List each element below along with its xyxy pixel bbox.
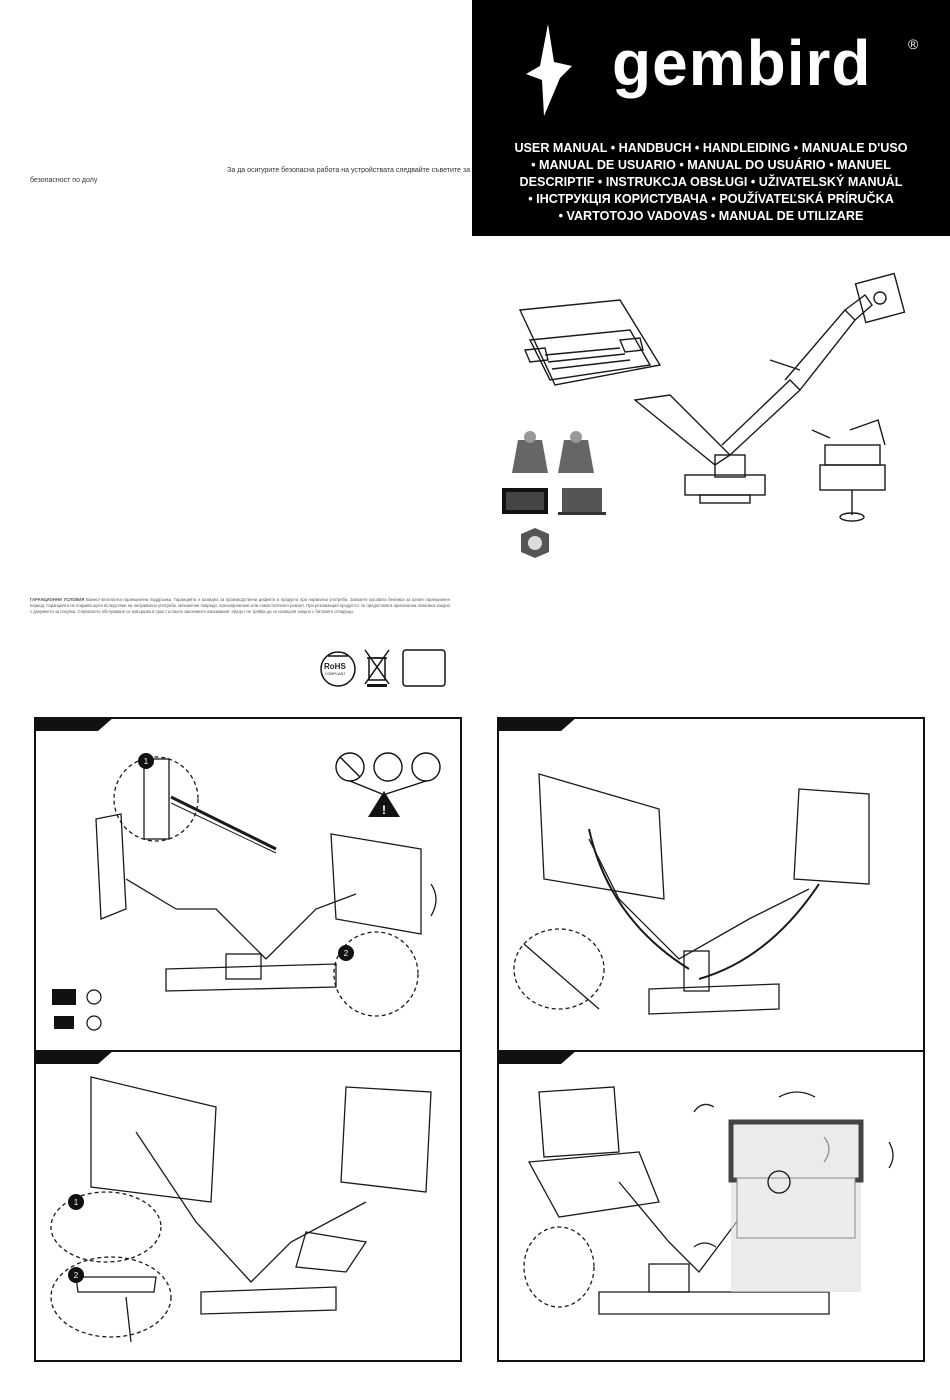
step-1-tab [34,717,114,731]
step-1-illustration: 1 2 ! [52,752,441,1031]
manual-title-line: USER MANUAL • HANDBUCH • HANDLEIDING • M… [514,141,908,155]
warranty-text: ГАРАНЦИОННИ УСЛОВИЯ Важно! Безплатна гар… [30,597,450,615]
rohs-label: RoHS [324,662,346,671]
step-3-marker-2: 2 [68,1267,84,1283]
rotated-monitor-screen [736,1177,856,1239]
step-3-tab [34,1050,114,1064]
registered-mark: ® [908,36,919,52]
laptop-icon [54,1016,74,1029]
safety-line: безопасност по долу [30,177,98,184]
svg-text:!: ! [382,803,386,817]
compliance-marks: RoHS COMPLIANT [318,648,448,690]
safety-line: За да осигурите безопасна работа на устр… [227,167,470,174]
step-4-tab [497,1050,577,1064]
rohs-compliant-label: COMPLIANT [325,672,346,676]
rotate-icon [767,1170,791,1194]
step-4-illustration [523,1086,894,1315]
svg-text:1: 1 [74,1198,79,1207]
dual-arm-drawing [633,272,906,504]
laptop-icon [558,488,606,515]
step-2-tab [497,717,577,731]
svg-text:2: 2 [74,1271,79,1280]
warranty-heading: ГАРАНЦИОННИ УСЛОВИЯ [30,597,85,602]
manual-title-line: • ІНСТРУКЦІЯ КОРИСТУВАЧА • POUŽÍVATEĽSKÁ… [528,192,894,206]
manual-title-line: • MANUAL DE USUARIO • MANUAL DO USUÁRIO … [531,158,891,172]
step-3-marker-1: 1 [68,1194,84,1210]
step-1-marker-1: 1 [138,753,154,769]
manual-title-line: DESCRIPTIF • INSTRUKCJA OBSŁUGI • UŽIVAT… [519,175,903,189]
tension-legend [52,989,102,1031]
warranty-body: Важно! Безплатна гаранционна поддръжка. … [30,597,450,614]
brand-name: gembird [612,27,872,99]
gembird-logo-icon [526,24,572,116]
product-overview-illustration [502,272,906,558]
step-3-panel: 1 2 [34,1050,462,1362]
ce-box-icon [402,649,446,687]
grommet-icons [512,431,594,473]
tool-warning-icons [335,752,441,795]
laptop-tray-drawing [518,299,662,386]
brand-header: gembird ® USER MANUAL • HANDBUCH • HANDL… [472,0,950,236]
step-4-panel [497,1050,925,1362]
warning-icon [368,791,400,817]
step-1-panel: 1 2 ! [34,717,462,1052]
detail-zoom-circle [113,756,199,842]
step-3-illustration: 1 2 [50,1076,432,1343]
step-2-panel [497,717,925,1052]
weight-limit-icon [521,528,549,558]
weee-bin-icon [364,649,390,687]
step-1-marker-2: 2 [338,945,354,961]
step-2-illustration [513,773,870,1015]
safety-text: За да осигурите безопасна работа на устр… [30,166,470,186]
manual-titles: USER MANUAL • HANDBUCH • HANDLEIDING • M… [482,140,940,225]
svg-text:1: 1 [144,757,149,766]
minus-tension-icon [86,1015,102,1031]
clamp-base-drawing [811,419,886,522]
monitor-icon [502,488,548,514]
rohs-icon [320,651,356,687]
svg-text:2: 2 [344,949,349,958]
plus-tension-icon [86,989,102,1005]
manual-title-line: • VARTOTOJO VADOVAS • MANUAL DE UTILIZAR… [558,209,864,223]
monitor-icon [52,989,76,1005]
